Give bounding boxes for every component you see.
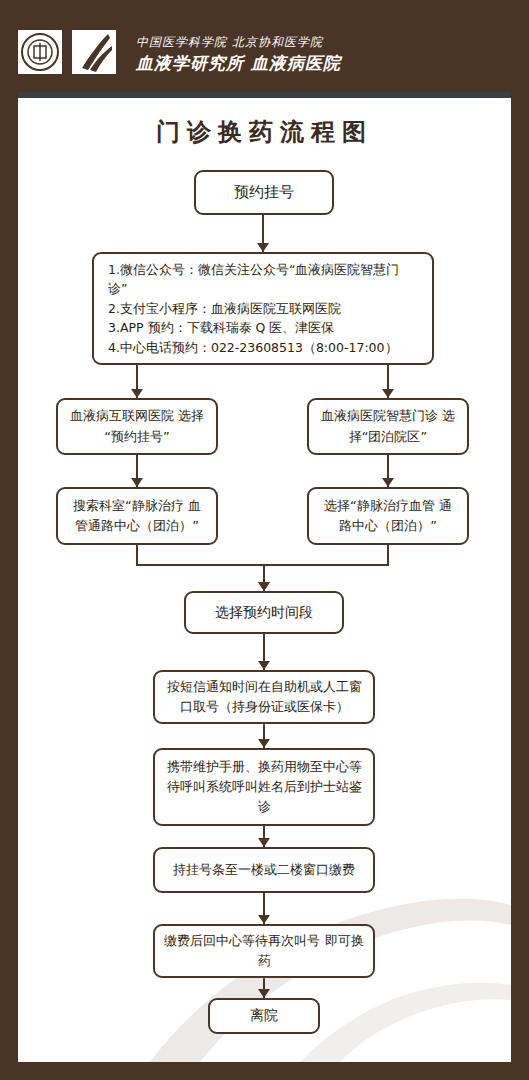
flow-arrow bbox=[258, 724, 270, 748]
flow-arrow bbox=[131, 455, 143, 487]
process-box: 离院 bbox=[208, 998, 320, 1034]
flow-arrow bbox=[382, 455, 394, 487]
box-text: 选择预约时间段 bbox=[215, 602, 313, 624]
logo-tile bbox=[18, 30, 62, 74]
flow-arrow bbox=[258, 826, 270, 847]
box-text: 3.APP 预约：下载科瑞泰 Q 医、津医保 bbox=[108, 318, 334, 337]
process-box: 携带维护手册、换药用物至中心等待呼叫系统呼叫姓名后到护士站鉴诊 bbox=[153, 748, 375, 826]
box-text: 选择“静脉治疗血管 通路中心（团泊）” bbox=[318, 496, 458, 536]
emblem-mark bbox=[34, 43, 46, 61]
box-text: 血液病互联网医院 选择“预约挂号” bbox=[67, 406, 207, 446]
header-text: 中国医学科学院 北京协和医学院 bbox=[136, 34, 323, 51]
box-text: 缴费后回中心等待再次叫号 即可换药 bbox=[164, 931, 364, 971]
logo-tile bbox=[72, 30, 116, 74]
process-box: 血液病互联网医院 选择“预约挂号” bbox=[56, 398, 218, 455]
title: 门诊换药流程图 bbox=[18, 116, 511, 148]
flow-arrow bbox=[382, 365, 394, 398]
box-text: 4.中心电话预约：022-23608513（8:00-17:00） bbox=[108, 338, 398, 357]
box-text: 按短信通知时间在自助机或人工窗口取号（持身份证或医保卡） bbox=[164, 677, 364, 717]
emblem-ring bbox=[28, 40, 52, 64]
flow-arrow bbox=[258, 978, 270, 998]
process-box: 血液病医院智慧门诊 选择“团泊院区” bbox=[307, 398, 469, 455]
box-text: 离院 bbox=[250, 1005, 278, 1027]
process-box: 搜索科室“静脉治疗 血管通路中心（团泊）” bbox=[56, 487, 218, 545]
flow-arrow bbox=[257, 215, 269, 252]
process-box: 选择“静脉治疗血管 通路中心（团泊）” bbox=[307, 487, 469, 545]
process-box: 1.微信公众号：微信关注公众号“血液病医院智慧门诊”2.支付宝小程序：血液病医院… bbox=[92, 252, 434, 365]
flow-arrow bbox=[258, 893, 270, 924]
process-box: 缴费后回中心等待再次叫号 即可换药 bbox=[153, 924, 375, 978]
flow-arrow bbox=[137, 545, 270, 591]
process-box: 按短信通知时间在自助机或人工窗口取号（持身份证或医保卡） bbox=[153, 670, 375, 724]
box-text: 搜索科室“静脉治疗 血管通路中心（团泊）” bbox=[67, 496, 207, 536]
process-box: 预约挂号 bbox=[194, 170, 334, 215]
swoosh bbox=[300, 983, 511, 1062]
box-text: 1.微信公众号：微信关注公众号“血液病医院智慧门诊” bbox=[108, 260, 418, 299]
box-text: 持挂号条至一楼或二楼窗口缴费 bbox=[173, 860, 355, 880]
swoosh bbox=[150, 899, 511, 1062]
emblem-ring bbox=[22, 34, 58, 70]
flow-arrow bbox=[258, 545, 388, 591]
box-text: 2.支付宝小程序：血液病医院互联网医院 bbox=[108, 299, 341, 318]
header-text: 血液学研究所 血液病医院 bbox=[136, 52, 341, 75]
process-box: 持挂号条至一楼或二楼窗口缴费 bbox=[153, 847, 375, 893]
logo-swoosh bbox=[90, 46, 112, 72]
box-text: 预约挂号 bbox=[234, 181, 294, 204]
box-text: 血液病医院智慧门诊 选择“团泊院区” bbox=[318, 406, 458, 446]
flow-arrow bbox=[131, 365, 143, 398]
box-text: 携带维护手册、换药用物至中心等待呼叫系统呼叫姓名后到护士站鉴诊 bbox=[164, 757, 364, 817]
process-box: 选择预约时间段 bbox=[184, 591, 344, 634]
flow-arrow bbox=[258, 634, 270, 670]
